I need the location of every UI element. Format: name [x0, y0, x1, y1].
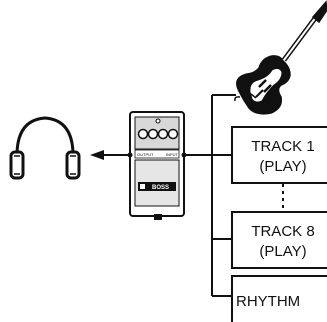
track-1-title: TRACK 1	[251, 138, 314, 155]
pedal-input-label: INPUT	[166, 152, 179, 157]
pedal-output-label: OUTPUT	[137, 152, 154, 157]
arrow-left-icon	[90, 150, 130, 160]
track-8-title: TRACK 8	[251, 223, 314, 240]
track-1-mode: (PLAY)	[259, 158, 306, 175]
track-8-box: TRACK 8 (PLAY)	[231, 211, 327, 269]
guitar-icon	[234, 0, 327, 115]
pedal-icon: OUTPUT INPUT BOSS	[127, 111, 187, 220]
headphones-icon	[9, 116, 81, 180]
rhythm-box: RHYTHM	[231, 275, 327, 322]
rhythm-label: RHYTHM	[236, 293, 300, 310]
pedal-brand-logo: BOSS	[152, 185, 169, 191]
track-8-mode: (PLAY)	[259, 243, 306, 260]
track-1-box: TRACK 1 (PLAY)	[231, 126, 327, 184]
